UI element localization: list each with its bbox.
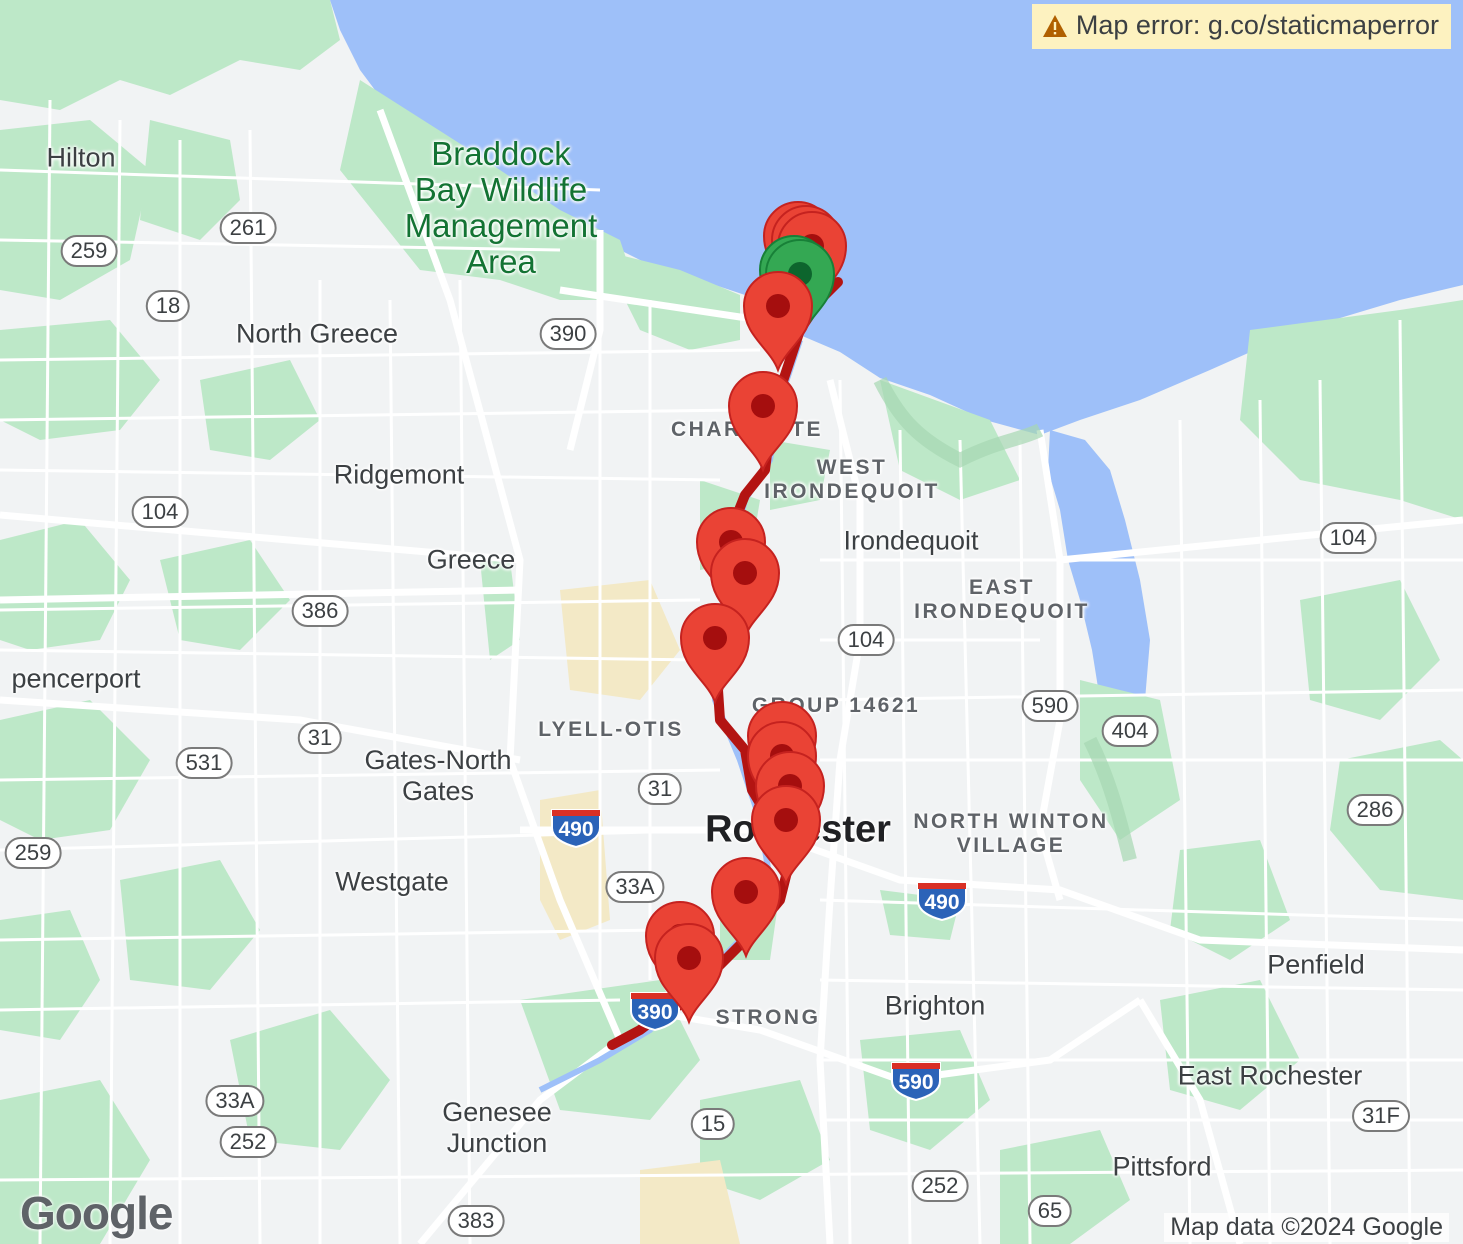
route-shield-252: 252 [219,1126,277,1158]
local-roads [0,99,1463,1244]
ridge [873,376,1044,468]
route-shield-33a: 33A [605,871,665,903]
hood-west-irondequoit: WEST IRONDEQUOIT [764,456,940,503]
route-shield-31f: 31F [1352,1100,1410,1132]
map-error-banner[interactable]: Map error: g.co/staticmaperror [1031,4,1451,49]
highways [0,108,1463,1244]
place-north-greece: North Greece [235,318,399,349]
route-shield-33a-south: 33A [205,1085,265,1117]
place-spencerport: pencerport [11,663,141,694]
ridge-south [1083,736,1137,862]
route-shield-252-east: 252 [911,1170,969,1202]
interstate-shield-490-east: 490 [916,877,968,921]
place-pittsford: Pittsford [1112,1151,1212,1182]
irondequoit-bay [1048,430,1150,735]
route-shield-104: 104 [131,496,189,528]
park-braddock-bay: Braddock Bay Wildlife Management Area [404,135,598,280]
place-brighton: Brighton [884,990,986,1021]
place-penfield: Penfield [1267,949,1365,980]
route-shield-31: 31 [297,722,343,754]
route-shield-18: 18 [145,290,191,322]
lake-ontario [330,0,1463,435]
route-shield-259-west: 259 [4,837,62,869]
route-shield-31-east: 31 [637,773,683,805]
interstate-label: 490 [558,818,594,841]
place-hilton: Hilton [46,142,116,173]
place-east-rochester: East Rochester [1177,1060,1363,1091]
route-shield-15: 15 [690,1108,736,1140]
interstate-label: 590 [898,1071,934,1094]
route-shield-259: 259 [60,235,118,267]
place-westgate: Westgate [335,866,449,897]
marker[interactable] [654,923,724,1023]
marker[interactable] [728,371,798,471]
interstate-shield-390: 390 [629,987,681,1031]
route-shield-383: 383 [447,1205,505,1237]
route-shield-104-city: 104 [837,624,895,656]
place-greece: Greece [426,544,516,575]
place-gates-north-gates: Gates-North Gates [364,745,512,806]
route-shield-390: 390 [539,318,597,350]
map-error-text: Map error: g.co/staticmaperror [1075,10,1439,40]
route-shield-386: 386 [291,595,349,627]
airport-area-south [640,1160,740,1244]
route-shield-104-east: 104 [1319,522,1377,554]
place-genesee-junction: Genesee Junction [442,1097,552,1158]
route-shield-65: 65 [1027,1195,1073,1227]
hood-lyell-otis: LYELL-OTIS [538,718,684,741]
route-shield-286: 286 [1346,794,1404,826]
hood-east-irondequoit: EAST IRONDEQUOIT [914,576,1090,623]
marker[interactable] [680,603,750,703]
marker[interactable] [711,857,781,957]
place-irondequoit: Irondequoit [843,525,979,556]
interstate-label: 390 [637,1001,673,1024]
map-copyright: Map data ©2024 Google [1164,1213,1449,1242]
route-shield-404: 404 [1101,715,1159,747]
route-shield-531: 531 [175,747,233,779]
route-shield-590: 590 [1021,690,1079,722]
hood-strong: STRONG [715,1006,821,1029]
marker[interactable] [743,271,813,371]
warning-icon [1042,14,1067,37]
route-shield-261: 261 [219,212,277,244]
interstate-shield-590: 590 [890,1057,942,1101]
google-logo: Google [20,1187,173,1239]
hood-north-winton-village: NORTH WINTON VILLAGE [913,810,1109,857]
interstate-shield-490: 490 [550,804,602,848]
place-ridgemont: Ridgemont [333,459,465,490]
interstate-label: 490 [924,891,960,914]
